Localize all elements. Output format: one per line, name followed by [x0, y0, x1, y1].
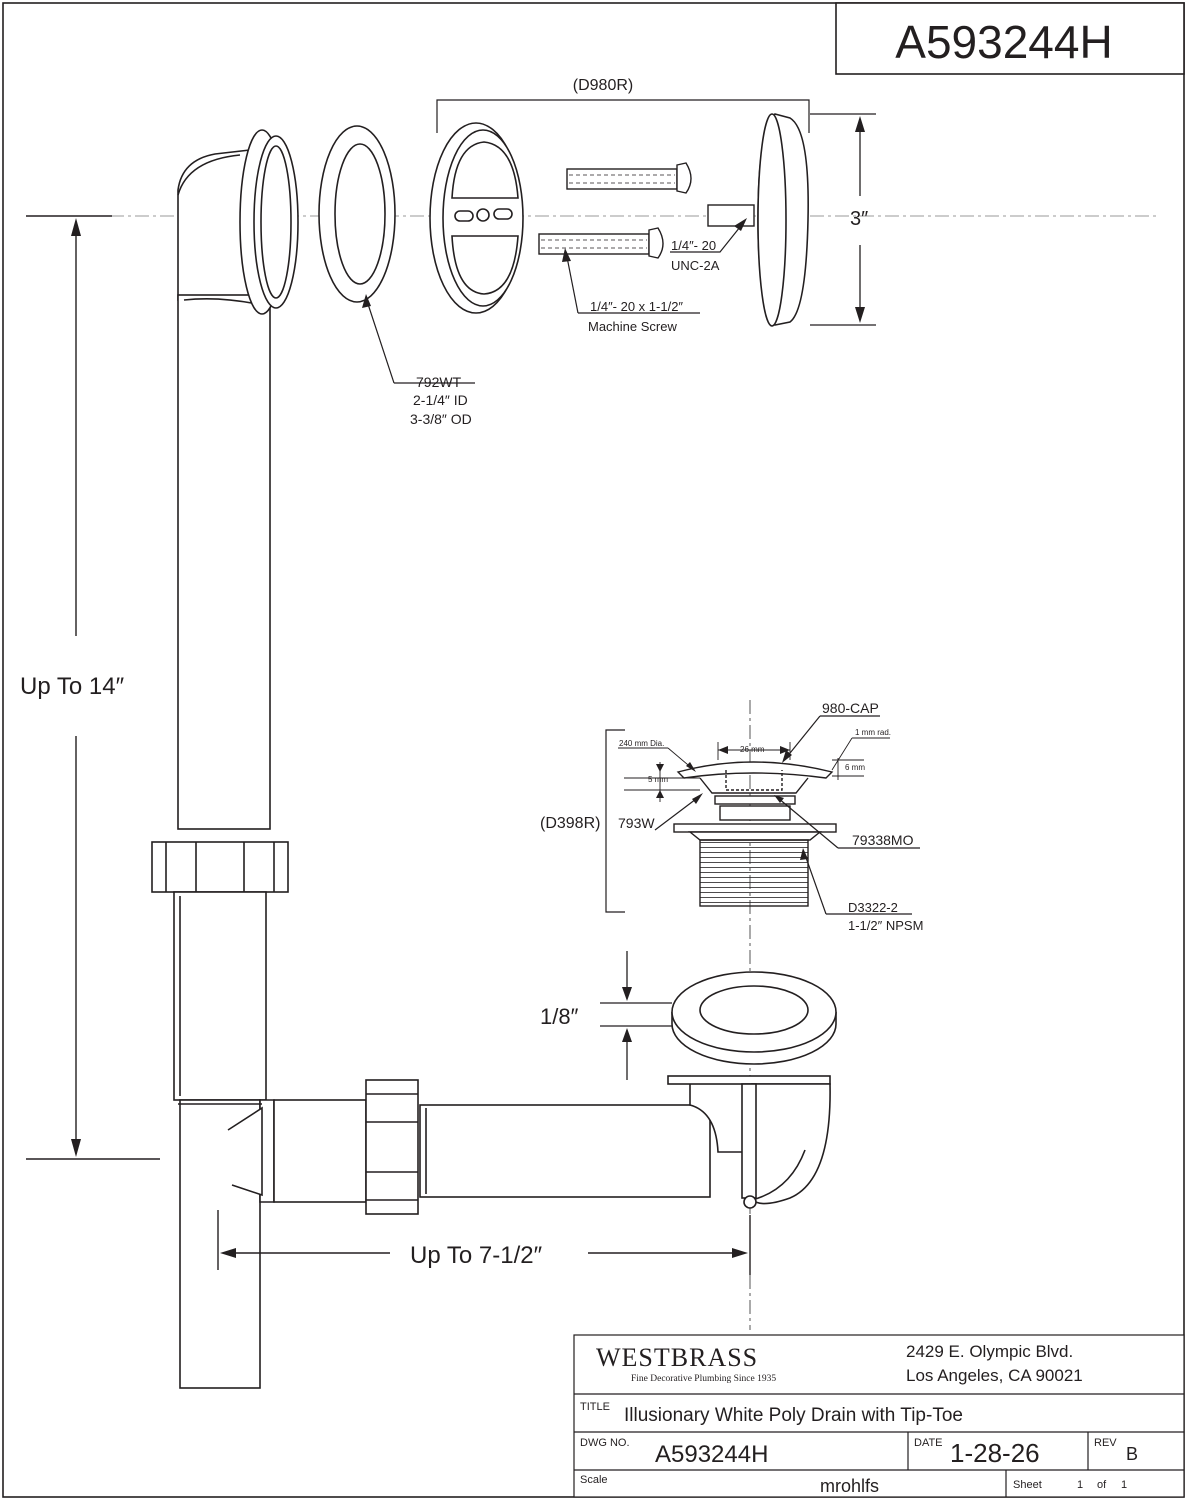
machine-screw-lower: [538, 227, 664, 259]
dwg-no-label: DWG NO.: [580, 1437, 630, 1449]
date-label: DATE: [914, 1437, 943, 1449]
stopper-cap: [676, 761, 834, 794]
cover-diameter-label: 3″: [850, 208, 868, 230]
overflow-leaders: [362, 218, 747, 384]
stopper-flange: [673, 823, 837, 841]
stopper-leaders: [654, 715, 920, 915]
thread-spec-label: 1/4″- 20: [671, 238, 716, 253]
company-tagline: Fine Decorative Plumbing Since 1935: [631, 1374, 776, 1384]
diameter-note: 240 mm Dia.: [619, 739, 664, 748]
d398r-bracket: [605, 729, 625, 913]
vertical-dimension: [26, 215, 160, 1160]
overflow-cover: [757, 113, 809, 327]
drawing-title: Illusionary White Poly Drain with Tip-To…: [624, 1405, 963, 1426]
date-value: 1-28-26: [950, 1438, 1040, 1468]
body-part-label: D3322-2: [848, 900, 898, 915]
horizontal-dimension: [217, 1210, 751, 1275]
sheet-total: 1: [1121, 1479, 1127, 1491]
sheet-number: 1: [1077, 1479, 1083, 1491]
sheet-label: Sheet: [1013, 1479, 1042, 1491]
screw-spec-label: 1/4″- 20 x 1-1/2″: [590, 299, 683, 314]
header-drawing-number: A593244H: [895, 16, 1112, 68]
coupling-nut-horizontal: [365, 1079, 419, 1215]
washer-thickness-label: 1/8″: [540, 1004, 579, 1029]
d980r-label: (D980R): [573, 77, 633, 94]
d398r-label: (D398R): [540, 815, 600, 832]
machine-screw-upper-threads: [569, 174, 675, 184]
gasket-part-label: 792WT: [416, 374, 462, 390]
height-note-left: 5 mm: [648, 775, 668, 784]
scale-label: Scale: [580, 1474, 608, 1486]
drawn-by: mrohlfs: [820, 1476, 879, 1496]
company-logo: WESTBRASS: [596, 1343, 758, 1372]
overflow-gasket: [318, 125, 396, 303]
cover-stud: [707, 204, 755, 227]
rev-value: B: [1126, 1444, 1138, 1464]
title-block: [573, 1334, 1185, 1498]
thread-class-label: UNC-2A: [671, 258, 720, 273]
body-thread-label: 1-1/2″ NPSM: [848, 918, 923, 933]
title-label: TITLE: [580, 1401, 610, 1413]
vertical-length-label: Up To 14″: [20, 673, 125, 700]
cover-diameter-dimension: [810, 113, 876, 326]
tee-fitting: [178, 1099, 367, 1389]
machine-screw-upper: [566, 162, 692, 194]
overflow-faceplate: [429, 122, 524, 314]
stopper-washer: [714, 795, 796, 821]
gasket-id-label: 2-1/4″ ID: [413, 392, 468, 408]
width-note: 26 mm: [740, 745, 765, 754]
address-line-1: 2429 E. Olympic Blvd.: [906, 1342, 1073, 1361]
sheet-of: of: [1097, 1479, 1107, 1491]
washer-thickness-dimension: [600, 951, 672, 1080]
washer-part-label: 793W: [618, 815, 655, 831]
coupling-nut-vertical: [151, 841, 289, 893]
radius-note: 1 mm rad.: [855, 728, 891, 737]
overflow-elbow: [177, 129, 299, 830]
header-number-box: A593244H: [835, 2, 1185, 75]
cap-part-label: 980-CAP: [822, 700, 879, 716]
machine-screw-lower-threads: [541, 239, 647, 249]
height-note-right: 6 mm: [845, 763, 865, 772]
gasket-od-label: 3-3/8″ OD: [410, 411, 472, 427]
address-line-2: Los Angeles, CA 90021: [906, 1366, 1083, 1385]
screw-name-label: Machine Screw: [588, 319, 677, 334]
d980r-bracket: [436, 99, 810, 133]
dwg-no-value: A593244H: [655, 1441, 768, 1468]
drain-washer: [671, 971, 837, 1065]
horizontal-length-label: Up To 7-1/2″: [410, 1242, 543, 1269]
stopper-dimension-lines: [618, 737, 890, 802]
rev-label: REV: [1094, 1437, 1117, 1449]
waste-shoe: [419, 1075, 831, 1209]
flange-part-label: 79338MO: [852, 832, 914, 848]
tailpiece-tube: [173, 891, 267, 1101]
stopper-body: [699, 839, 809, 907]
